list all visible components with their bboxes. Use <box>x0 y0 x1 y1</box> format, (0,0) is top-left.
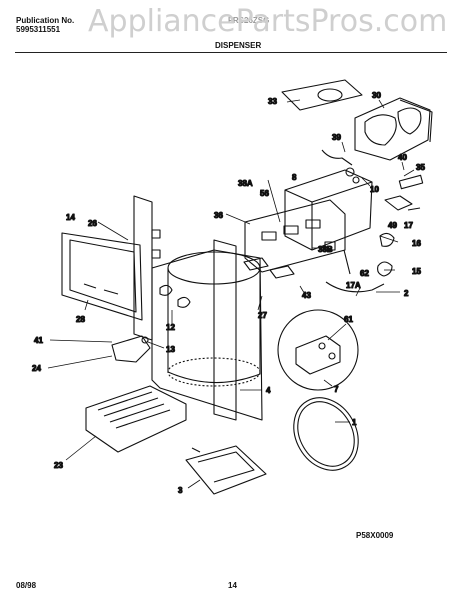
callout-12: 12 <box>166 323 175 332</box>
callout-62: 62 <box>360 269 369 278</box>
callout-17a: 17A <box>346 281 361 290</box>
callout-23: 23 <box>54 461 63 470</box>
callout-56: 56 <box>260 189 269 198</box>
callout-35: 35 <box>416 163 425 172</box>
callout-61: 61 <box>344 315 353 324</box>
callout-2: 2 <box>404 289 409 298</box>
page-number: 14 <box>228 581 237 590</box>
part-solenoid <box>321 149 360 184</box>
callout-40: 40 <box>398 153 407 162</box>
callout-17: 17 <box>404 221 413 230</box>
part-brackets <box>243 257 295 279</box>
watermark: AppliancePartsPros.com <box>88 4 448 39</box>
part-valve-arm <box>111 335 151 363</box>
callout-26: 26 <box>88 219 97 228</box>
leader-lines <box>47 99 415 489</box>
publication-label: Publication No. <box>16 16 75 25</box>
part-dispenser-housing <box>244 169 373 273</box>
part-detail-circle <box>277 309 359 391</box>
publication-date: 08/98 <box>16 581 37 590</box>
part-heater-pad <box>185 445 267 495</box>
part-chute-door <box>213 239 237 421</box>
part-front-frame <box>61 232 143 321</box>
header-divider <box>15 52 447 53</box>
callout-28: 28 <box>76 315 85 324</box>
callout-38a: 38A <box>238 179 253 188</box>
callout-27: 27 <box>258 311 267 320</box>
callout-13: 13 <box>166 345 175 354</box>
part-drip-tray <box>85 385 187 453</box>
callout-38b: 38B <box>318 245 333 254</box>
part-gasket-ring <box>293 397 359 471</box>
callout-36: 36 <box>214 211 223 220</box>
publication-number: 5995311551 <box>16 25 61 34</box>
callout-30: 30 <box>372 91 381 100</box>
callout-24: 24 <box>32 364 41 373</box>
callout-41: 41 <box>34 336 43 345</box>
part-chute-body <box>151 249 263 421</box>
callout-15: 15 <box>412 267 421 276</box>
part-auger-motor <box>354 97 433 161</box>
callout-14: 14 <box>66 213 75 222</box>
callout-4: 4 <box>266 386 271 395</box>
callout-43: 43 <box>302 291 311 300</box>
part-clips <box>159 284 191 308</box>
model-number: FRS26ZSG <box>228 16 270 25</box>
callout-33: 33 <box>268 97 277 106</box>
callout-labels: 33 30 39 40 35 8 10 38A 56 49 17 36 16 3… <box>31 90 426 495</box>
callout-10: 10 <box>370 185 379 194</box>
callout-39: 39 <box>332 133 341 142</box>
drawing-code: P58X0009 <box>356 531 394 540</box>
callout-49: 49 <box>388 221 397 230</box>
section-title: DISPENSER <box>215 41 262 50</box>
callout-16: 16 <box>412 239 421 248</box>
callout-7: 7 <box>334 385 339 394</box>
callout-3: 3 <box>178 486 183 495</box>
part-cover-plate <box>281 79 363 111</box>
part-hardware <box>325 232 395 293</box>
part-switch <box>384 174 424 211</box>
callout-1: 1 <box>352 418 357 427</box>
callout-8: 8 <box>292 173 297 182</box>
